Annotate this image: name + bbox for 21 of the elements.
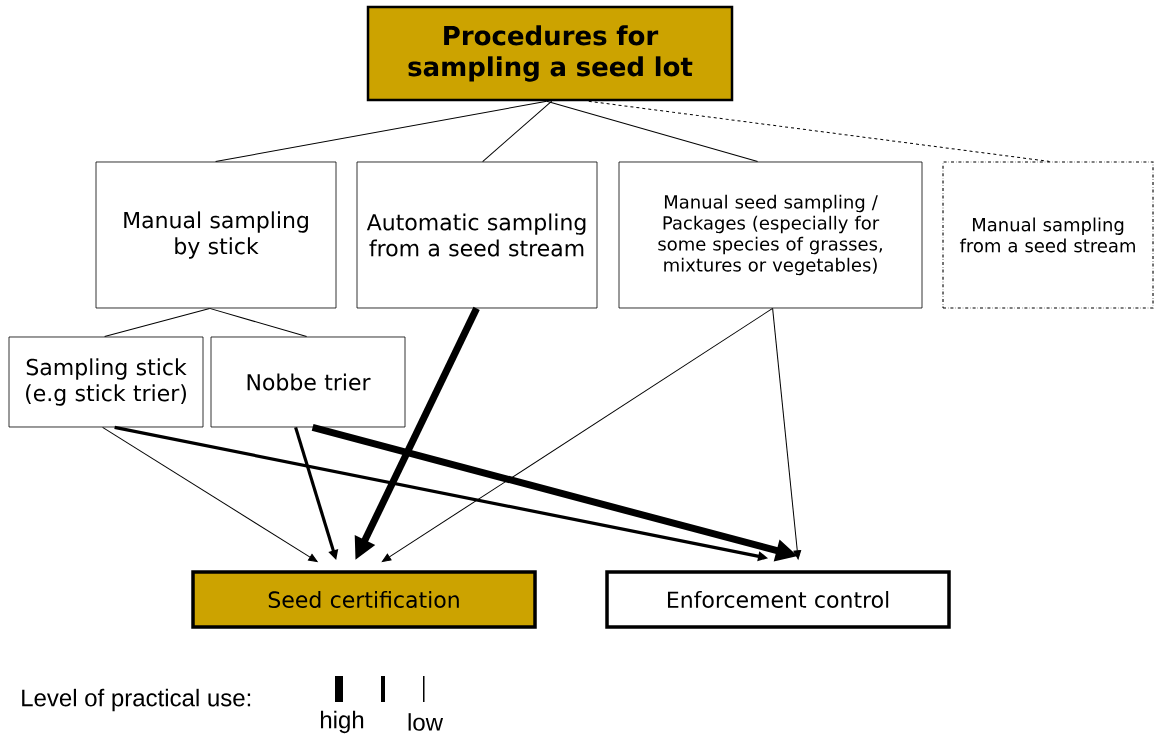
connector-line <box>104 307 211 338</box>
process-box: Manual sampling from a seed stream <box>942 161 1154 309</box>
process-box: Sampling stick (e.g stick trier) <box>8 336 204 428</box>
title-box: Procedures for sampling a seed lot <box>366 5 734 102</box>
arrow <box>772 307 802 560</box>
target-box: Seed certification <box>191 570 537 629</box>
legend-title: Level of practical use: <box>22 688 251 712</box>
arrow <box>102 426 318 563</box>
legend-text: high <box>321 710 364 734</box>
process-box: Manual seed sampling / Packages (especially for some species of grasses, mixtures or vegetables) <box>618 161 923 309</box>
connector-line <box>482 100 553 163</box>
connector-line <box>209 307 308 338</box>
process-box: Automatic sampling from a seed stream <box>356 161 598 309</box>
connector-line <box>588 100 1050 162</box>
process-box: Manual sampling by stick <box>95 161 337 309</box>
process-box: Nobbe trier <box>210 336 406 428</box>
arrow <box>381 307 774 562</box>
legend-text: low <box>408 713 444 731</box>
connector-line <box>546 100 759 163</box>
target-box: Enforcement control <box>605 570 951 629</box>
connector-line <box>215 100 548 163</box>
